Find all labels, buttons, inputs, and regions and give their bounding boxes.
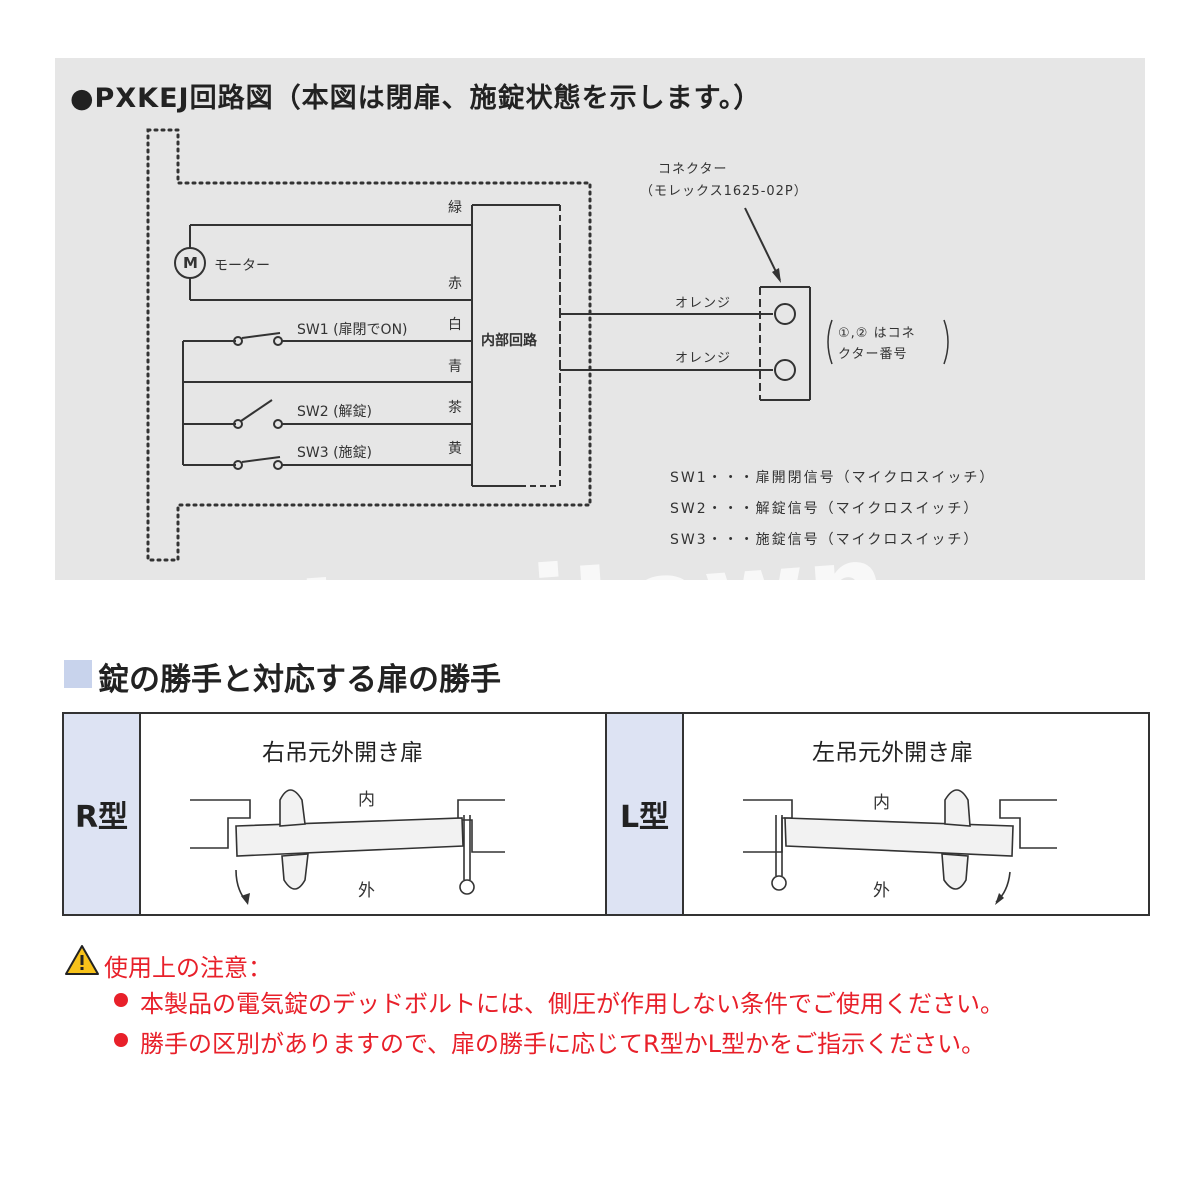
l-right-frame [999, 799, 1057, 849]
r-right-frame [457, 799, 505, 853]
l-handle-bottom [941, 853, 969, 890]
l-door-leaf [784, 817, 1014, 857]
divider [682, 714, 684, 914]
handing-title: 錠の勝手と対応する扉の勝手 [98, 662, 501, 698]
bullet [114, 993, 128, 1007]
wire-white: 白 [448, 317, 462, 333]
motor-symbol [174, 247, 206, 279]
legend-sw1: SW1・・・扉開閉信号（マイクロスイッチ） [670, 470, 996, 486]
legend-sw3: SW3・・・施錠信号（マイクロスイッチ） [670, 532, 980, 548]
l-type-label: L型 [607, 714, 682, 914]
divider [139, 714, 141, 914]
sw3-label: SW3 (施錠) [297, 445, 373, 461]
r-caption: 右吊元外開き扉 [262, 740, 423, 766]
legend-sw2: SW2・・・解錠信号（マイクロスイッチ） [670, 501, 980, 517]
l-outside-label: 外 [873, 881, 890, 901]
warning-icon [65, 945, 99, 975]
connector-model: （モレックス1625-02P） [640, 184, 808, 199]
r-outside-label: 外 [358, 881, 375, 901]
motor-m: M [183, 254, 198, 272]
l-pivot [771, 875, 787, 891]
circuit-diagram [146, 128, 949, 562]
r-handle-bottom [281, 853, 309, 890]
bullet [114, 1033, 128, 1047]
r-handle-top [279, 789, 306, 827]
caution-item-1: 本製品の電気錠のデッドボルトには、側圧が作用しない条件でご使用ください。 [140, 990, 1004, 1018]
connector-label: コネクター [658, 162, 728, 177]
caution-item-2: 勝手の区別がありますので、扉の勝手に応じてR型かL型かをご指示ください。 [140, 1030, 986, 1058]
wire-blue: 青 [448, 359, 462, 375]
connector-note-1: ①,② はコネ [838, 326, 916, 341]
r-door-leaf [235, 817, 464, 857]
internal-circuit-label: 内部回路 [481, 333, 537, 349]
r-type-label: R型 [64, 714, 139, 914]
l-inside-label: 内 [873, 793, 890, 813]
connector-pin-2 [774, 359, 796, 381]
sw1-label: SW1 (扉閉でON) [297, 322, 408, 338]
divider [605, 714, 607, 914]
r-inside-label: 内 [358, 790, 375, 810]
motor-label: モーター [214, 258, 270, 274]
orange-wire-2: オレンジ [675, 351, 732, 366]
r-pivot [459, 879, 475, 895]
connector-note-2: クター番号 [838, 347, 908, 362]
handing-table: R型 L型 [62, 712, 1150, 916]
circuit-title: ●PXKEJ回路図（本図は閉扉、施錠状態を示します。） [70, 83, 762, 114]
sw2-label: SW2 (解錠) [297, 404, 373, 420]
wire-green: 緑 [448, 200, 462, 216]
wire-red: 赤 [448, 276, 462, 292]
circuit-diagram-panel [55, 58, 1145, 580]
l-caption: 左吊元外開き扉 [812, 740, 973, 766]
title-marker [64, 660, 92, 688]
wire-brown: 茶 [448, 400, 462, 416]
orange-wire-1: オレンジ [675, 296, 732, 311]
caution-heading: 使用上の注意： [104, 954, 272, 982]
l-handle-top [944, 789, 971, 827]
wire-yellow: 黄 [448, 441, 462, 457]
connector-pin-1 [774, 303, 796, 325]
housing-outline [146, 128, 592, 562]
r-left-frame [190, 799, 251, 849]
